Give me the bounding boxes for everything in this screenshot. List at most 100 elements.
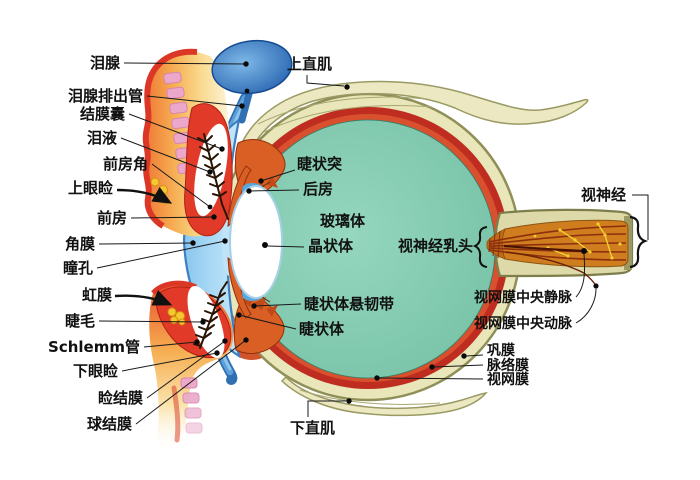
label-central-retinal-vein: 视网膜中央静脉 (474, 289, 573, 306)
label-palpebral-conjunctiva: 睑结膜 (98, 389, 143, 407)
label-lacrimal-ducts: 泪腺排出管 (68, 87, 143, 105)
leader-line (146, 340, 226, 399)
label-anterior-chamber: 前房 (97, 209, 127, 227)
marker-dot (251, 303, 257, 309)
marker-dot (429, 364, 435, 370)
lacrimal-apparatus (211, 39, 293, 124)
label-lacrimal-gland: 泪腺 (90, 54, 121, 72)
marker-dot (239, 103, 245, 109)
marker-dot (344, 84, 350, 90)
label-pupil: 瞳孔 (63, 259, 93, 277)
leader-lines (96, 62, 649, 425)
label-zonular-fibers: 睫状体悬韧带 (304, 295, 394, 313)
optic-nerve-brace-icon (629, 215, 649, 269)
label-schlemm-canal: Schlemm管 (48, 338, 140, 356)
leader-line (632, 194, 649, 240)
label-vitreous-body: 玻璃体 (320, 212, 366, 230)
label-conjunctival-sac: 结膜囊 (80, 105, 126, 123)
leader-line (465, 354, 484, 357)
nerve-capillary-specks (533, 222, 622, 260)
leader-line (151, 163, 211, 208)
leader-line (123, 62, 247, 65)
label-lens: 晶状体 (308, 237, 354, 255)
marker-dot (214, 350, 220, 356)
marker-dots (190, 61, 599, 404)
lens-shape (229, 185, 283, 299)
leader-line (120, 137, 211, 173)
label-tear-fluid: 泪液 (87, 129, 118, 147)
label-superior-rectus: 上直肌 (287, 55, 332, 73)
nerve-fiber-stripes (488, 225, 627, 261)
label-iris: 虹膜 (82, 286, 112, 304)
label-lower-eyelid: 下眼睑 (73, 362, 118, 380)
label-central-retinal-artery: 视网膜中央动脉 (474, 315, 573, 332)
superior-rectus-shape (234, 80, 589, 178)
upper-eyelid-edge (142, 48, 198, 229)
label-upper-eyelid: 上眼睑 (68, 179, 113, 197)
marker-dot (374, 375, 380, 381)
label-ciliary-body: 睫状体 (299, 320, 345, 338)
marker-dot (593, 283, 599, 289)
leader-line (121, 352, 218, 372)
label-inferior-rectus: 下直肌 (290, 419, 335, 437)
label-posterior-chamber: 后房 (303, 180, 333, 198)
lower-eyelashes-shape (193, 281, 228, 349)
lower-lash-follicle-shape (187, 285, 225, 359)
leader-line (306, 75, 345, 87)
marker-dot (219, 146, 225, 152)
marker-dot (200, 319, 206, 325)
marker-dot (581, 248, 587, 254)
leader-line (98, 242, 194, 245)
marker-dot (258, 178, 264, 184)
leader-line (130, 216, 215, 219)
leader-line (575, 253, 586, 298)
marker-dot (246, 188, 252, 194)
leader-line (575, 288, 597, 324)
label-optic-nerve: 视神经 (581, 186, 626, 204)
leader-line (260, 169, 296, 182)
label-choroid: 脉络膜 (486, 357, 529, 374)
inferior-rectus-shape (280, 375, 488, 417)
lower-skin-streak (171, 385, 181, 443)
label-bulbar-conjunctiva: 球结膜 (87, 415, 132, 433)
leader-line (96, 240, 226, 269)
label-anterior-chamber-angle: 前房角 (103, 155, 148, 173)
marker-dot (461, 353, 467, 359)
marker-dot (194, 339, 200, 345)
label-optic-disc: 视神经乳头 (398, 237, 473, 255)
leader-line (267, 245, 305, 248)
lacrimal-gland-shape (211, 39, 293, 95)
leader-line (433, 364, 484, 368)
leader-line (307, 400, 346, 417)
marker-dot (211, 214, 217, 220)
upper-eyelashes-shape (197, 133, 229, 220)
marker-dot (190, 240, 196, 246)
leader-line (128, 113, 223, 150)
marker-dot (244, 88, 250, 94)
label-retina: 视网膜 (487, 371, 529, 388)
optic-nerve-bundle (486, 208, 634, 287)
marker-dot (207, 204, 213, 210)
label-cornea: 角膜 (65, 235, 95, 253)
leader-line (378, 377, 484, 380)
iris-arrow (114, 290, 173, 306)
marker-dot (222, 338, 228, 344)
marker-dot (346, 398, 352, 404)
leader-line (238, 314, 297, 330)
marker-dot (262, 242, 268, 248)
label-eyelashes: 睫毛 (65, 312, 95, 330)
central-retinal-vein-shape (503, 244, 584, 253)
extraocular-muscles (234, 80, 589, 417)
marker-dot (222, 238, 228, 244)
leader-line (98, 320, 204, 323)
label-ciliary-processes: 睫状突 (297, 155, 342, 173)
label-sclera: 巩膜 (487, 342, 515, 359)
marker-dot (243, 61, 249, 67)
marker-dot (207, 169, 213, 175)
optic-disc-brace-icon (472, 226, 488, 268)
leader-line (135, 339, 247, 425)
marker-dot (236, 312, 242, 318)
eyeball (214, 92, 522, 402)
